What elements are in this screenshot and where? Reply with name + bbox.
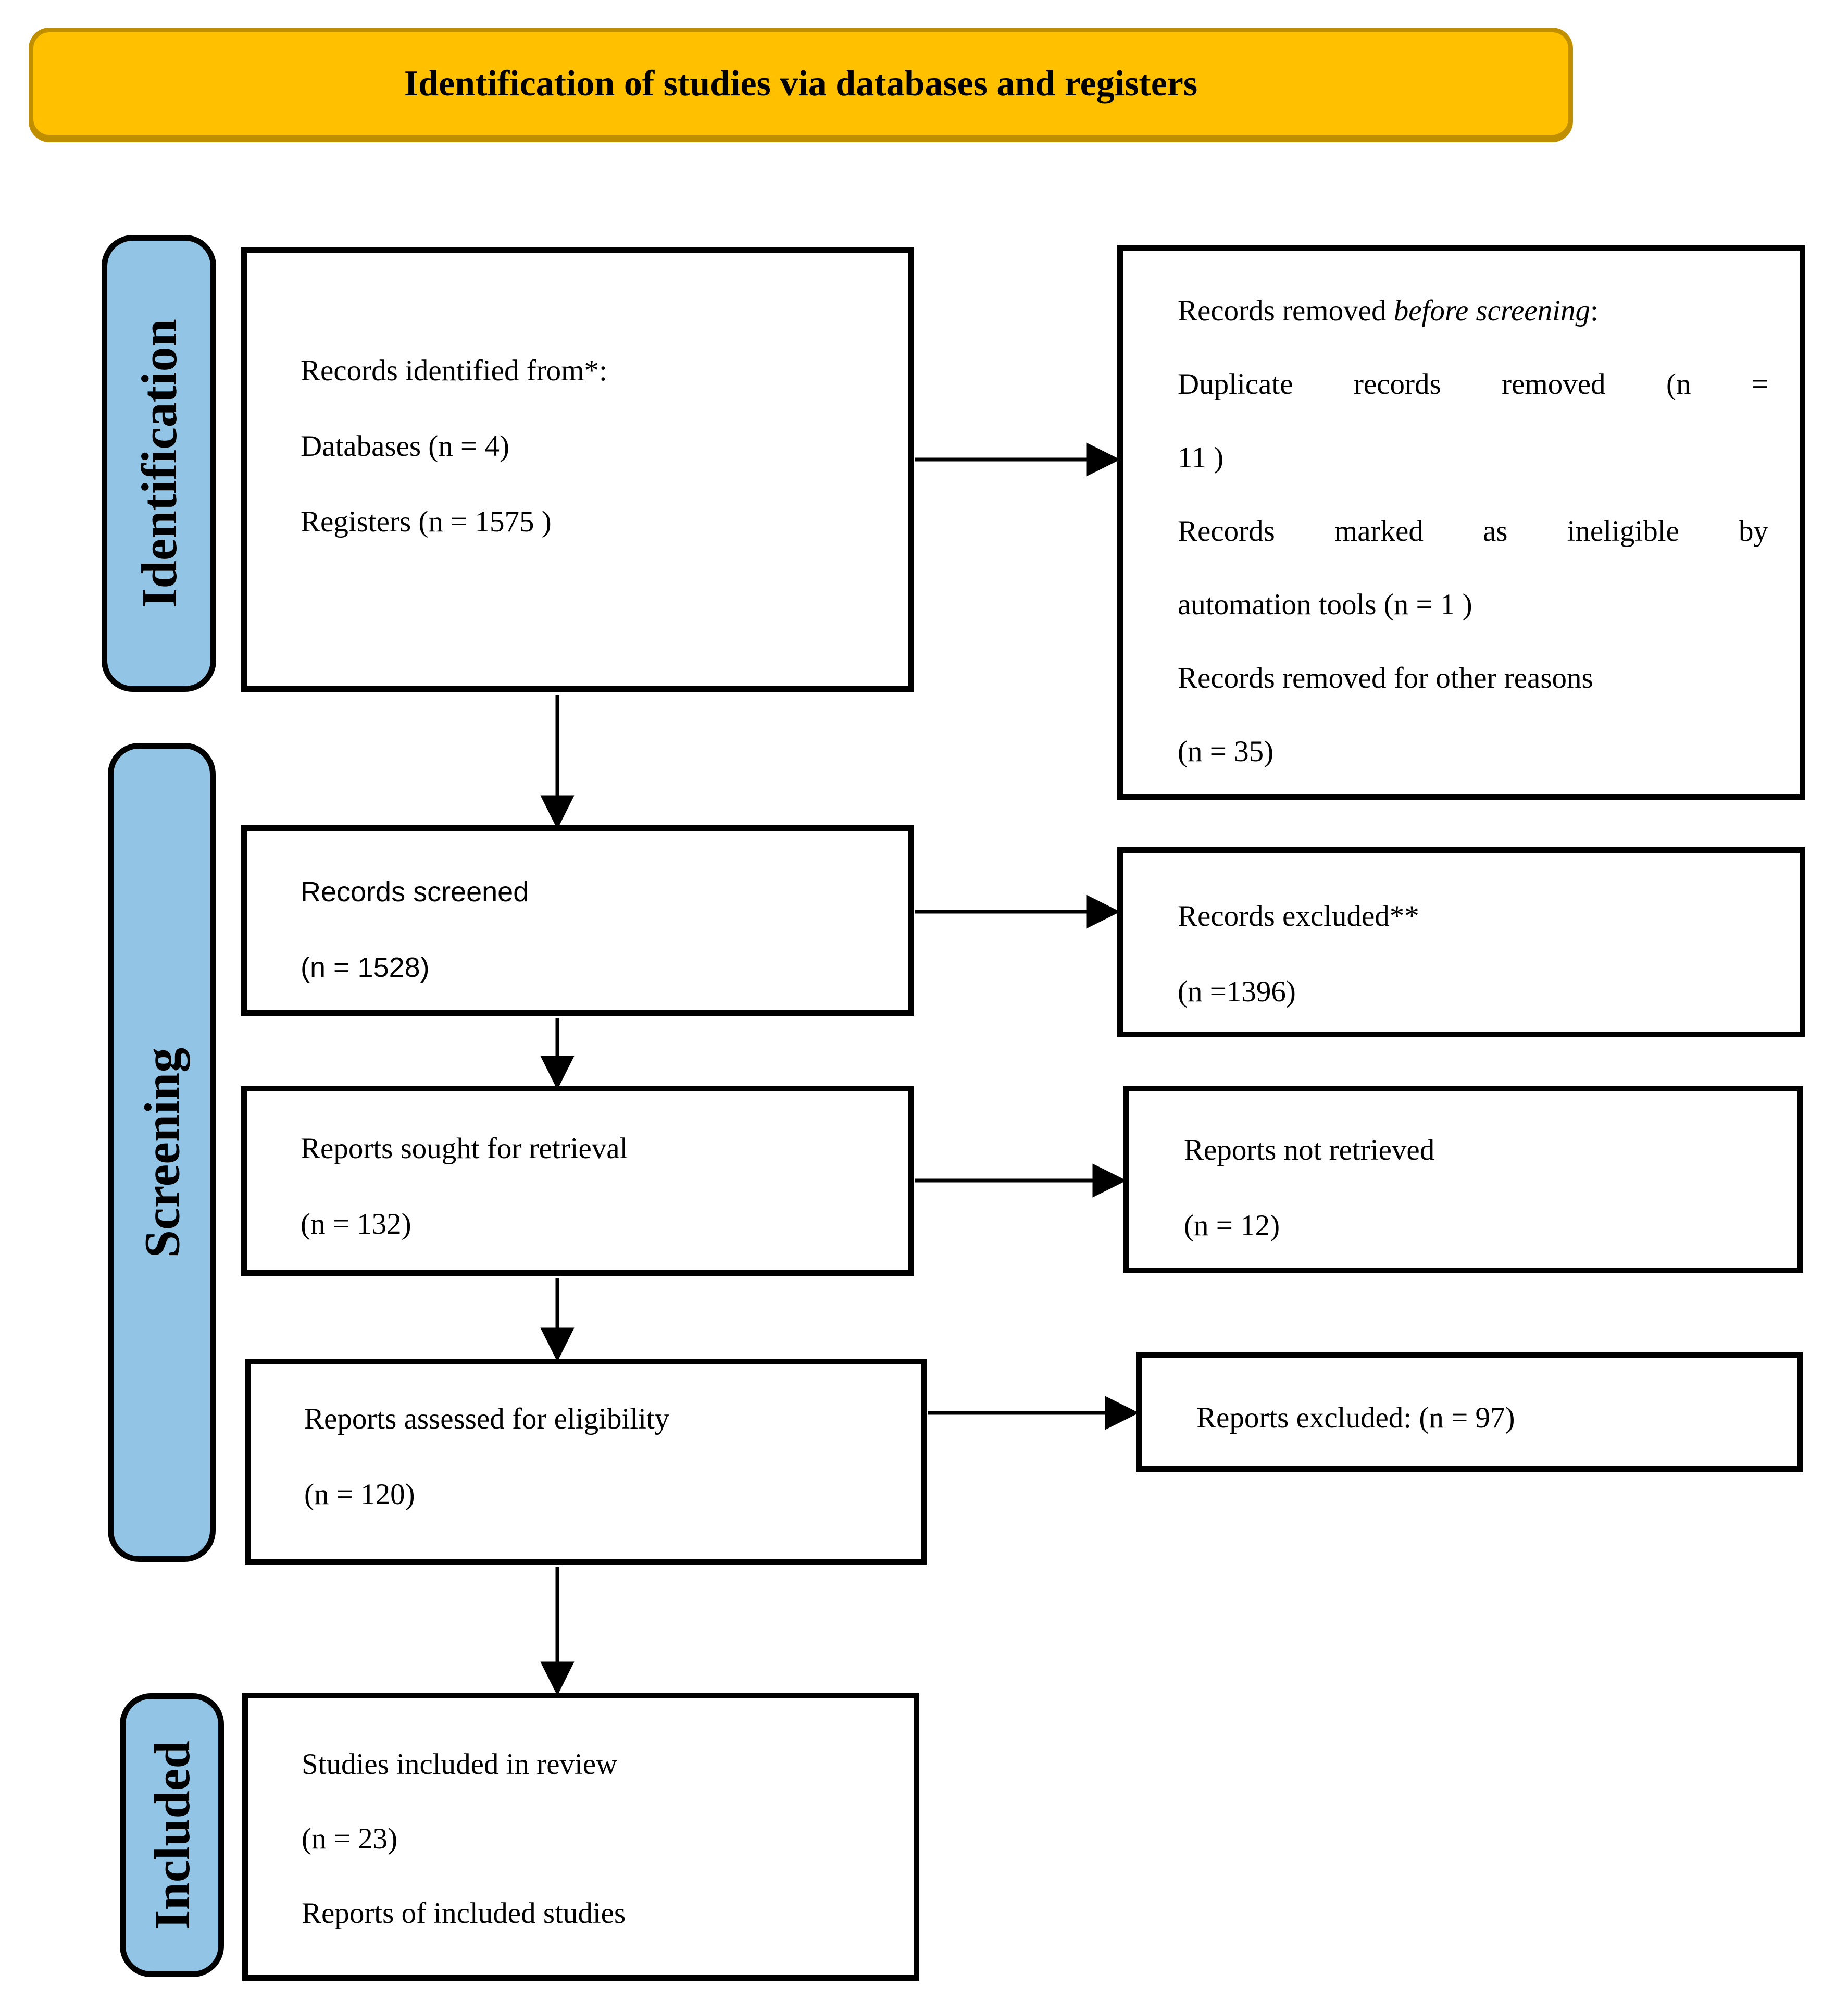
records-identified-box: Records identified from*: Databases (n =… [241, 247, 914, 692]
studies-included-count: (n = 23) [302, 1822, 398, 1855]
reports-assessed-box: Reports assessed for eligibility (n = 12… [245, 1359, 927, 1565]
reports-assessed-label: Reports assessed for eligibility [304, 1402, 670, 1435]
stage-screening: Screening [108, 743, 216, 1562]
records-removed-heading-italic: before screening [1393, 294, 1590, 327]
studies-included-reports: Reports of included studies [302, 1897, 626, 1930]
reports-not-retrieved-label: Reports not retrieved [1184, 1134, 1435, 1166]
records-identified-databases: Databases (n = 4) [301, 430, 509, 463]
stage-screening-label: Screening [134, 1047, 190, 1258]
reports-excluded-line: Reports excluded: (n = 97) [1196, 1401, 1515, 1434]
records-removed-duplicates-2: 11 ) [1178, 441, 1224, 474]
arrow-screened-to-sought [540, 1018, 575, 1090]
arrow-sought-to-assessed [540, 1278, 575, 1362]
stage-identification-label: Identification [131, 319, 187, 608]
records-removed-automation-2: automation tools (n = 1 ) [1178, 588, 1472, 621]
reports-excluded-box: Reports excluded: (n = 97) [1136, 1352, 1803, 1472]
diagram-title: Identification of studies via databases … [404, 63, 1198, 104]
reports-not-retrieved-box: Reports not retrieved (n = 12) [1123, 1086, 1803, 1273]
records-removed-heading-suffix: : [1590, 294, 1599, 327]
records-excluded-count: (n =1396) [1178, 975, 1296, 1008]
records-removed-heading-prefix: Records removed [1178, 294, 1394, 327]
reports-not-retrieved-count: (n = 12) [1184, 1209, 1280, 1242]
records-removed-heading: Records removed before screening: [1178, 274, 1768, 347]
arrow-screened-to-excluded [915, 895, 1120, 929]
arrow-identified-to-removed [915, 442, 1120, 477]
studies-included-label: Studies included in review [302, 1748, 618, 1781]
records-screened-count: (n = 1528) [301, 952, 430, 983]
records-removed-other-1: Records removed for other reasons [1178, 662, 1593, 694]
reports-sought-box: Reports sought for retrieval (n = 132) [241, 1086, 914, 1276]
stage-included-label: Included [144, 1741, 200, 1930]
stage-identification: Identification [102, 235, 216, 692]
records-screened-label: Records screened [301, 876, 529, 908]
records-excluded-label: Records excluded** [1178, 900, 1419, 933]
records-removed-other-2: (n = 35) [1178, 735, 1274, 768]
title-banner: Identification of studies via databases … [29, 28, 1573, 140]
reports-sought-count: (n = 132) [301, 1208, 411, 1240]
arrow-assessed-to-included [540, 1567, 575, 1696]
records-removed-box: Records removed before screening: Duplic… [1117, 245, 1805, 800]
records-identified-heading: Records identified from*: [301, 354, 607, 387]
records-excluded-box: Records excluded** (n =1396) [1117, 847, 1805, 1037]
arrow-identified-to-screened [540, 695, 575, 829]
studies-included-box: Studies included in review (n = 23) Repo… [242, 1693, 919, 1981]
arrow-assessed-to-excluded [928, 1396, 1139, 1430]
records-removed-automation-1: Records marked as ineligible by [1178, 515, 1768, 548]
reports-sought-label: Reports sought for retrieval [301, 1132, 628, 1165]
records-screened-box: Records screened (n = 1528) [241, 825, 914, 1016]
records-identified-registers: Registers (n = 1575 ) [301, 505, 552, 538]
stage-included: Included [120, 1693, 224, 1977]
reports-assessed-count: (n = 120) [304, 1478, 415, 1511]
arrow-sought-to-not-retrieved [915, 1163, 1127, 1198]
records-removed-duplicates-1: Duplicate records removed (n = [1178, 368, 1768, 401]
